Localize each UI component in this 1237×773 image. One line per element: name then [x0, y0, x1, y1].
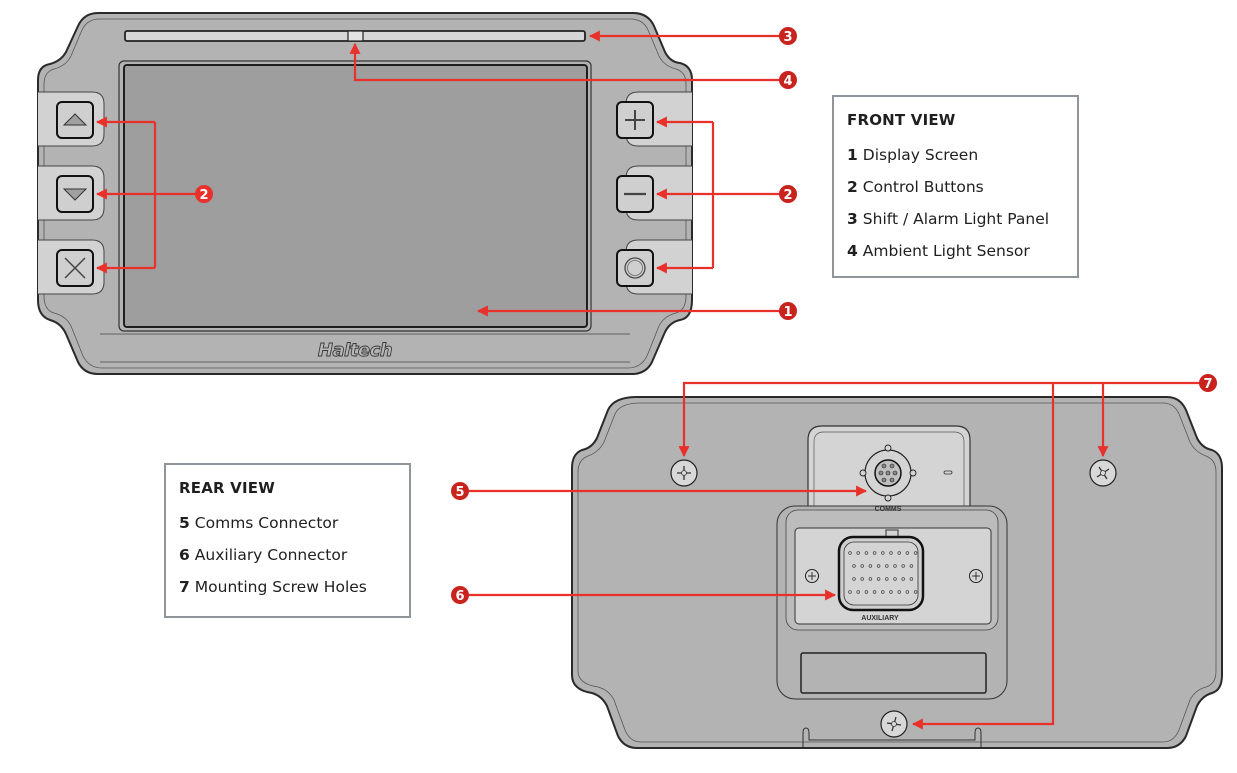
haltech-logo: Haltech	[318, 340, 392, 361]
auxiliary-label: AUXILIARY	[861, 615, 899, 622]
up-button[interactable]	[56, 101, 94, 139]
aux-pin	[913, 590, 918, 594]
aux-pin	[881, 590, 885, 594]
aux-pin	[889, 551, 893, 555]
rear-view: COMMS AUXILIARY	[571, 396, 1223, 749]
cross-icon	[64, 257, 86, 279]
callout-1: 1	[779, 302, 797, 320]
aux-plate-screw-right	[969, 569, 983, 583]
aux-pin	[876, 564, 881, 568]
callout-3: 3	[779, 27, 797, 45]
mounting-screw-top-right	[1089, 459, 1117, 487]
svg-text:6: 6	[455, 589, 464, 604]
aux-pin	[885, 564, 889, 568]
aux-pin	[901, 577, 905, 581]
display-screen	[123, 64, 588, 328]
legend-title: REAR VIEW	[179, 479, 275, 497]
aux-pin	[897, 551, 901, 555]
aux-pin	[909, 564, 914, 568]
aux-pin	[856, 551, 860, 555]
aux-pin	[909, 577, 914, 581]
aux-pin	[848, 551, 852, 555]
aux-pin	[848, 590, 852, 594]
minus-button[interactable]	[616, 175, 654, 213]
front-callouts: 3 4 2 2 1	[95, 27, 797, 320]
aux-pin	[852, 564, 856, 568]
label-recess	[800, 652, 987, 694]
aux-plate-screw-left	[805, 569, 819, 583]
plus-icon	[625, 110, 645, 130]
rear-callouts: 5 6 7	[451, 374, 1217, 730]
mounting-screw-top-left	[670, 459, 698, 487]
callout-5: 5	[451, 482, 469, 500]
down-arrow-icon	[62, 188, 88, 201]
aux-pin	[913, 551, 918, 555]
callout-4: 4	[779, 71, 797, 89]
aux-pin	[852, 577, 856, 581]
ambient-light-sensor	[347, 30, 364, 42]
aux-pin	[856, 590, 860, 594]
aux-pin	[885, 577, 889, 581]
callout-2-left: 2	[195, 185, 213, 203]
aux-pin	[860, 564, 864, 568]
mounting-screw-bottom	[880, 710, 908, 738]
aux-pin	[864, 551, 869, 555]
aux-pin	[901, 564, 905, 568]
front-view: Haltech	[37, 12, 693, 375]
comms-connector: COMMS	[859, 444, 953, 513]
aux-pin	[872, 551, 877, 555]
left-button-column	[38, 91, 105, 295]
aux-pin	[868, 577, 873, 581]
svg-text:4: 4	[783, 74, 792, 89]
down-button[interactable]	[56, 175, 94, 213]
circle-icon	[624, 257, 646, 279]
aux-pin	[876, 577, 881, 581]
comms-label: COMMS	[875, 506, 902, 513]
svg-text:7: 7	[1203, 377, 1212, 392]
callout-6: 6	[451, 586, 469, 604]
legend-title: FRONT VIEW	[847, 111, 956, 129]
auxiliary-connector: AUXILIARY	[837, 529, 925, 622]
ok-button[interactable]	[616, 249, 654, 287]
up-arrow-icon	[62, 113, 88, 126]
plus-button[interactable]	[616, 101, 654, 139]
svg-text:2: 2	[783, 188, 792, 203]
aux-pin	[864, 590, 869, 594]
aux-pin	[889, 590, 893, 594]
aux-pin	[897, 590, 901, 594]
aux-pin	[893, 577, 897, 581]
aux-pin	[868, 564, 873, 568]
aux-pin	[872, 590, 877, 594]
aux-pin	[905, 590, 910, 594]
aux-pin	[893, 564, 897, 568]
callout-7: 7	[1199, 374, 1217, 392]
svg-text:3: 3	[783, 30, 792, 45]
aux-pin	[860, 577, 864, 581]
svg-text:5: 5	[455, 485, 464, 500]
svg-text:1: 1	[783, 305, 792, 320]
svg-text:2: 2	[199, 188, 208, 203]
aux-pin	[905, 551, 910, 555]
cancel-button[interactable]	[56, 249, 94, 287]
callout-2-right: 2	[779, 185, 797, 203]
aux-pin	[881, 551, 885, 555]
